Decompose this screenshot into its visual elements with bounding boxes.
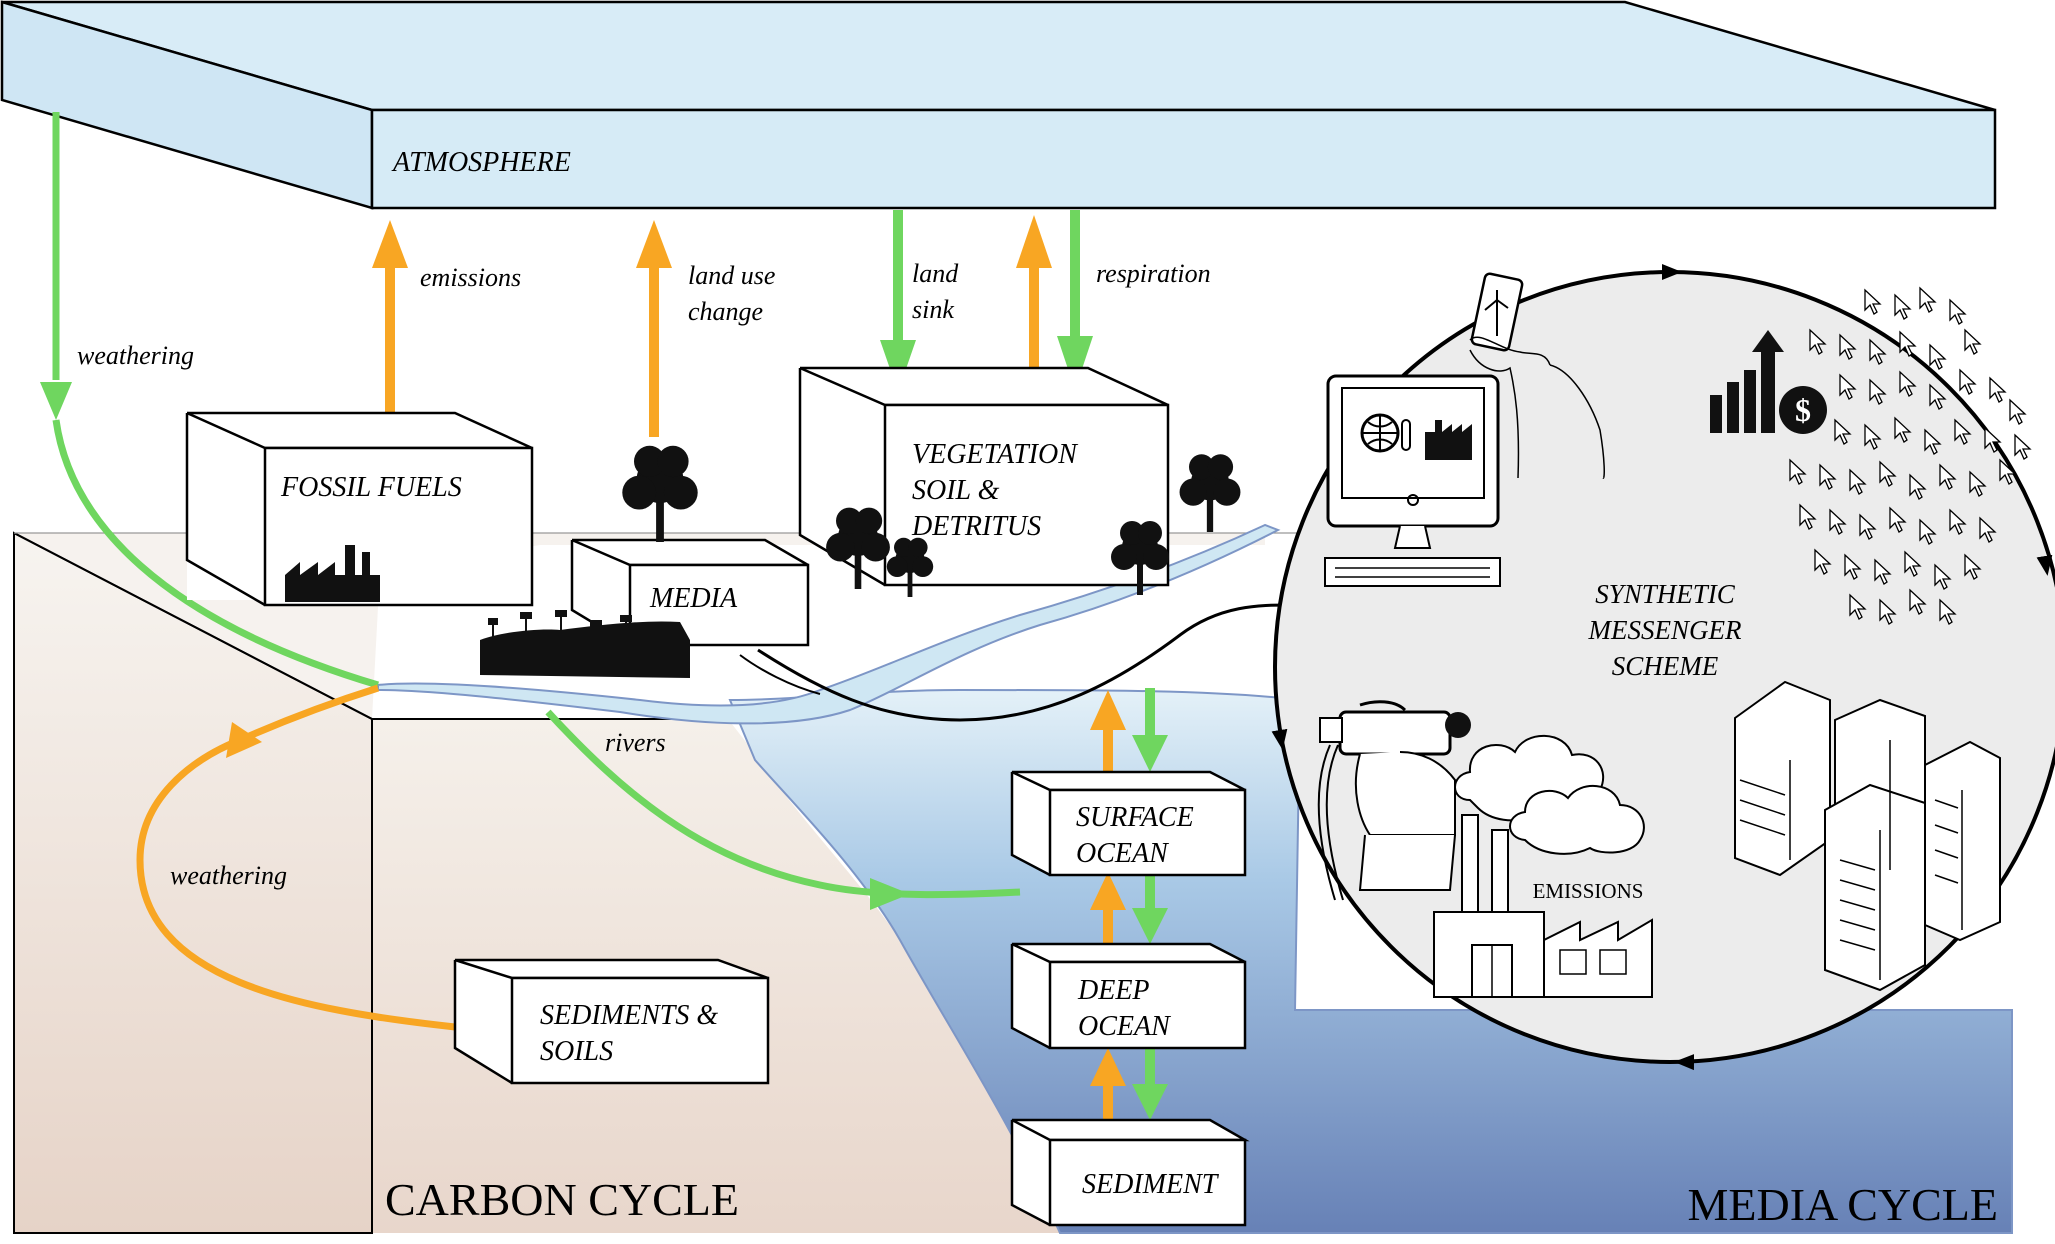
factory-icon (285, 545, 380, 602)
land-sink-label-2: sink (912, 295, 954, 324)
fossil-fuels-box: FOSSIL FUELS (185, 411, 534, 607)
weathering-bottom-arrow (136, 684, 456, 1031)
sediments-soils-label-2: SOILS (540, 1036, 613, 1067)
desktop-computer-icon (1324, 374, 1501, 587)
synthetic-label-2: MESSENGER (1588, 615, 1742, 645)
deep-ocean-label-1: DEEP (1077, 975, 1150, 1006)
phone-hand-icon (1469, 272, 1605, 479)
vegetation-label-3: DETRITUS (911, 511, 1041, 542)
vegetation-label-1: VEGETATION (912, 439, 1078, 470)
sediments-soils-box: SEDIMENTS & SOILS (453, 958, 770, 1085)
emissions-label: emissions (420, 263, 521, 292)
rivers-label: rivers (605, 728, 666, 757)
videographer-icon (1317, 700, 1471, 901)
deep-ocean-label-2: OCEAN (1078, 1011, 1171, 1042)
bar-chart-dollar-icon: $ (1710, 330, 1827, 434)
flow-labels: weathering emissions land use change lan… (77, 259, 1211, 890)
weathering-top-label: weathering (77, 341, 194, 370)
weathering-bottom-label: weathering (170, 861, 287, 890)
surface-ocean-box: SURFACE OCEAN (1010, 770, 1247, 877)
land-use-label-2: change (688, 297, 763, 326)
sediments-soils-label-1: SEDIMENTS & (540, 1000, 718, 1031)
rivers-arrow (545, 709, 1021, 899)
emissions-factory-icon: EMISSIONS (1433, 814, 1653, 998)
tree-icon (622, 445, 698, 542)
media-cycle-title: MEDIA CYCLE (1688, 1179, 1999, 1230)
protest-crowd-icon (480, 610, 690, 678)
carbon-cycle-title: CARBON CYCLE (385, 1174, 739, 1225)
atmosphere-slab: ATMOSPHERE (0, 0, 1997, 210)
surface-ocean-label-2: OCEAN (1076, 838, 1169, 869)
emissions-factory-label: EMISSIONS (1533, 879, 1644, 903)
sediment-label: SEDIMENT (1082, 1169, 1220, 1200)
svg-text:$: $ (1795, 392, 1811, 428)
media-label: MEDIA (649, 583, 738, 614)
fossil-fuels-label: FOSSIL FUELS (280, 472, 462, 503)
server-racks-icon (1734, 680, 2001, 992)
flow-arrows (40, 112, 1168, 1120)
respiration-label: respiration (1096, 259, 1211, 288)
land-use-label-1: land use (688, 261, 775, 290)
cloud-icon (1454, 734, 1645, 855)
deep-ocean-box: DEEP OCEAN (1010, 942, 1247, 1050)
vegetation-label-2: SOIL & (912, 475, 1000, 506)
land-sink-label-1: land (912, 259, 959, 288)
synthetic-label-3: SCHEME (1612, 651, 1719, 681)
vegetation-box: VEGETATION SOIL & DETRITUS (798, 366, 1170, 587)
synthetic-label-1: SYNTHETIC (1595, 579, 1736, 609)
atmosphere-label: ATMOSPHERE (391, 147, 571, 178)
surface-ocean-label-1: SURFACE (1076, 802, 1194, 833)
sediment-box: SEDIMENT (1010, 1118, 1250, 1227)
